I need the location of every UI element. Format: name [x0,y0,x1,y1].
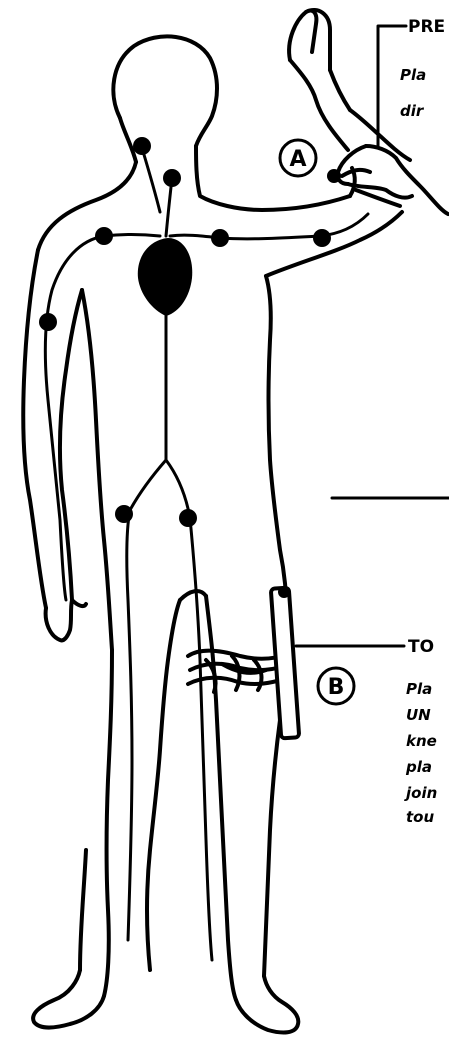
pressure-point-right-groin [179,509,197,527]
marker-a: A [280,140,316,176]
marker-a-letter: A [289,147,306,172]
marker-b-letter: B [328,675,345,700]
tourniquet-caption-line-1: Pla [406,680,432,698]
artery-lines [45,148,368,960]
pressure-point-right-shoulder [211,229,229,247]
body-outline [23,36,402,1032]
leader-lines [296,26,449,646]
pressure-caption-line-1: Pla [400,66,426,84]
pressure-point-temple [133,137,151,155]
windlass-stick [271,588,299,739]
tourniquet-top [278,586,290,598]
leader-pressure [378,26,406,148]
pressure-point-a [327,169,341,183]
tourniquet-caption-line-4: pla [405,758,432,776]
pressure-point-left-arm [39,313,57,331]
raised-hand [289,10,410,160]
marker-b: B [318,668,354,704]
pressure-point-left-groin [115,505,133,523]
tourniquet [188,588,299,739]
tourniquet-caption-line-6: tou [406,808,434,826]
tourniquet-caption-line-5: join [404,784,437,802]
pressure-point-right-arm [313,229,331,247]
pressure-callout: PRE Pla dir [400,17,445,120]
pressure-caption-line-2: dir [400,102,425,120]
pressure-heading: PRE [408,17,445,37]
pressure-point-neck [163,169,181,187]
tourniquet-callout: TO Pla UN kne pla join tou [404,637,437,826]
heart [138,238,192,316]
tourniquet-heading: TO [408,637,434,657]
tourniquet-caption-line-3: kne [406,732,437,750]
tourniquet-caption-line-2: UN [406,706,431,724]
pressure-point-left-shoulder [95,227,113,245]
